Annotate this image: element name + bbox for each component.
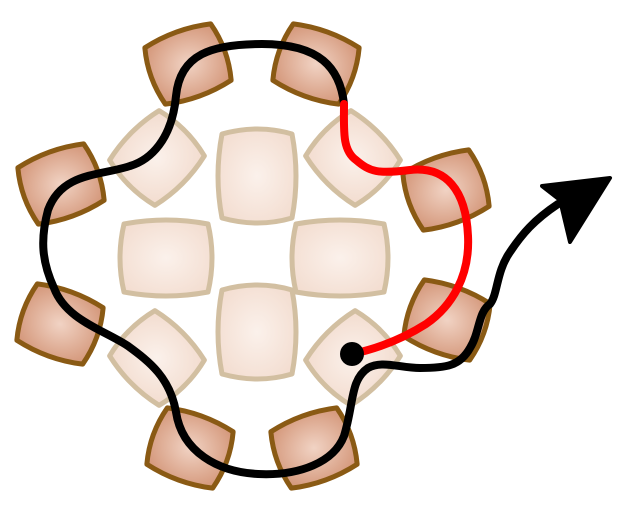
outer-tile-3 [13, 139, 110, 230]
ring-path [43, 44, 490, 474]
inner-tile-top-left [104, 105, 210, 211]
exit-arrow-path [490, 204, 558, 304]
outer-tile-4 [398, 145, 495, 236]
outer-tiles [12, 19, 496, 494]
start-dot-marker [340, 342, 364, 366]
inner-tile-bottom-left [104, 305, 210, 411]
outer-tile-2 [268, 19, 365, 110]
inner-tile-top [218, 129, 296, 223]
inner-tile-right [292, 220, 388, 296]
inner-tile-bottom [218, 285, 296, 379]
inner-tile-left [120, 220, 212, 296]
